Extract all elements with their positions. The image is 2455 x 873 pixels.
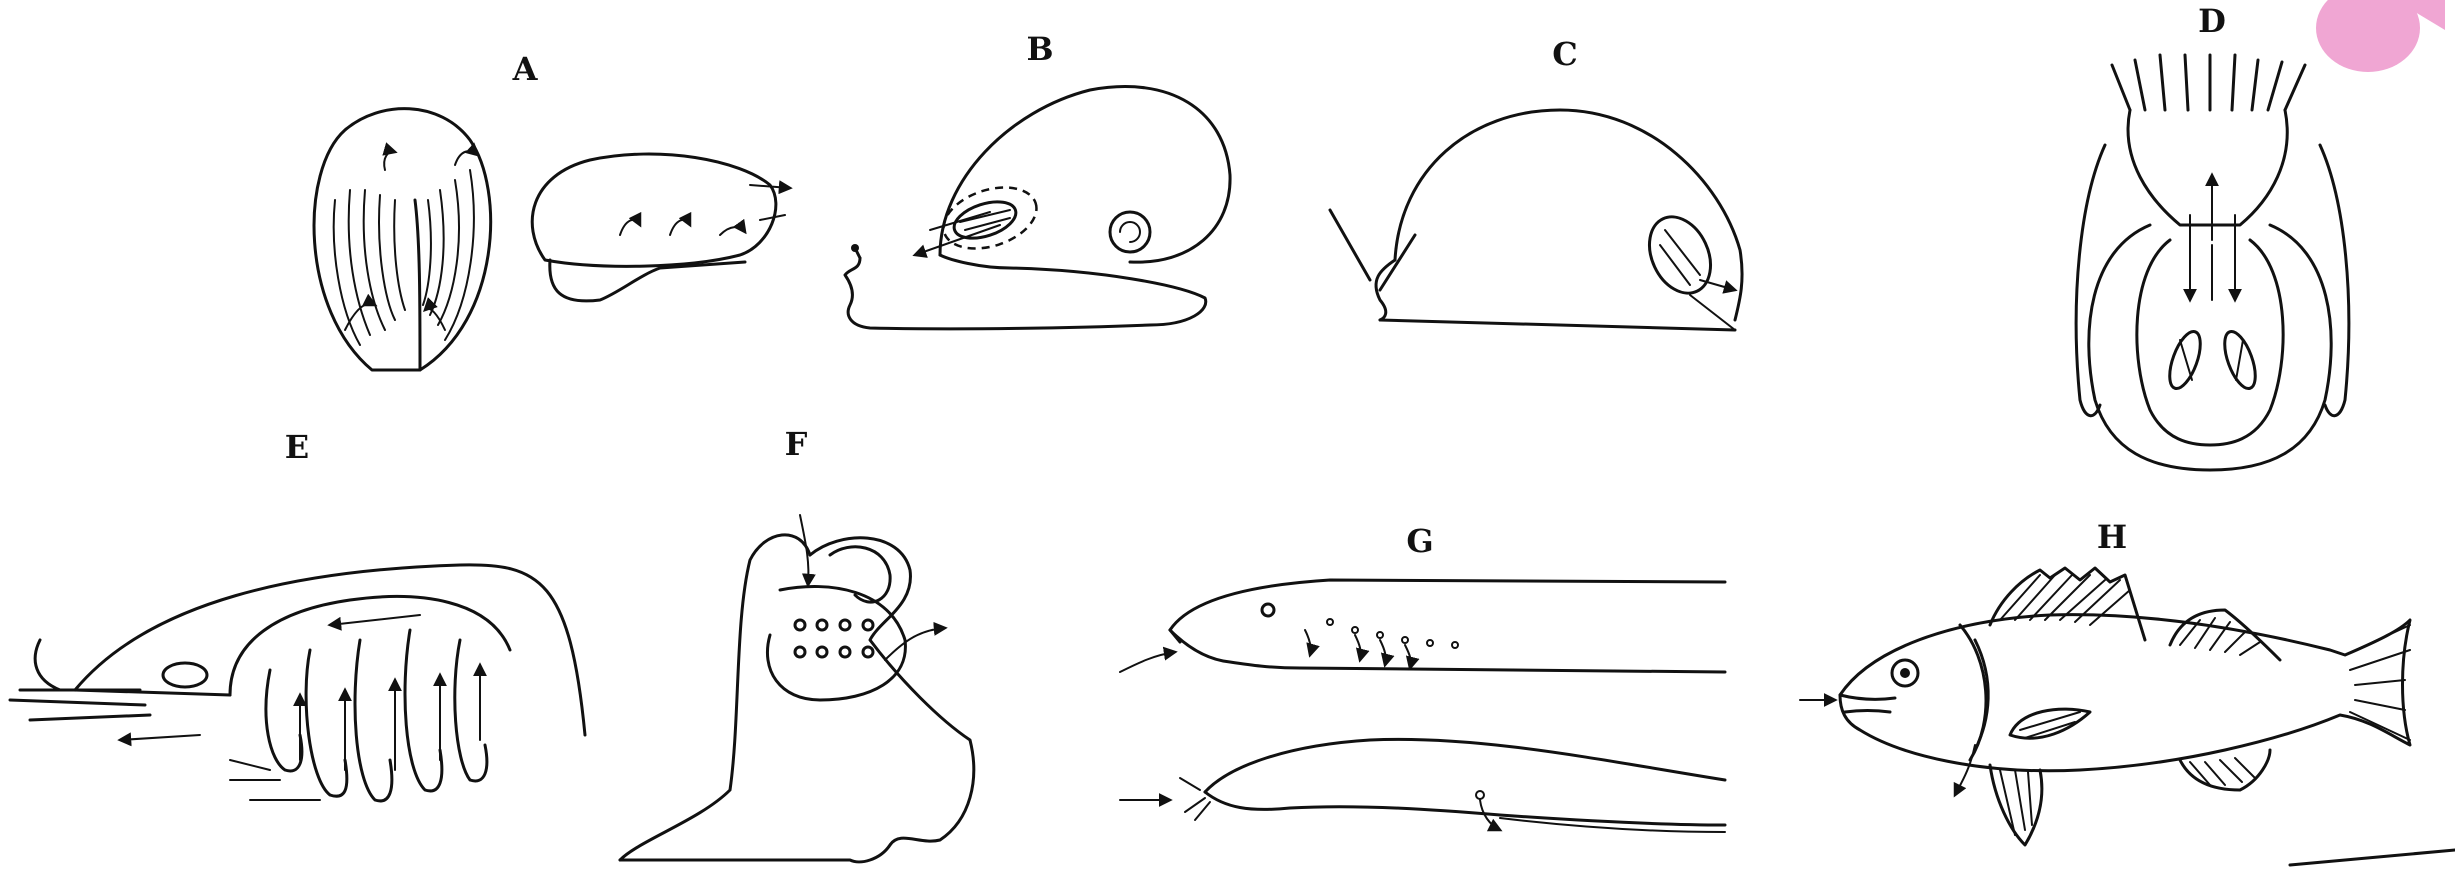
panel-a-label: A bbox=[512, 50, 539, 88]
panel-f-tunicate-pharynx bbox=[620, 515, 974, 862]
panel-c-label: C bbox=[1552, 35, 1577, 73]
corner-stroke bbox=[2290, 850, 2455, 865]
panel-g-label: G bbox=[1406, 522, 1433, 560]
panel-c-snail-gill bbox=[1330, 110, 1742, 330]
panel-b-label: B bbox=[1026, 30, 1053, 68]
panel-g-lamprey-hagfish bbox=[1120, 580, 1725, 832]
panel-e-crustacean-gills bbox=[10, 565, 585, 801]
panel-a-bivalve-gills bbox=[314, 109, 790, 370]
panel-f-label: F bbox=[785, 425, 808, 463]
panel-d-label: D bbox=[2198, 2, 2226, 40]
panel-b-snail-gill bbox=[845, 87, 1230, 329]
panel-h-fish-gills bbox=[1800, 568, 2410, 845]
panel-d-cephalopod-gills bbox=[2076, 55, 2349, 470]
panel-e-label: E bbox=[285, 428, 309, 466]
panel-h-label: H bbox=[2097, 518, 2127, 556]
corner-decoration bbox=[2316, 0, 2445, 72]
